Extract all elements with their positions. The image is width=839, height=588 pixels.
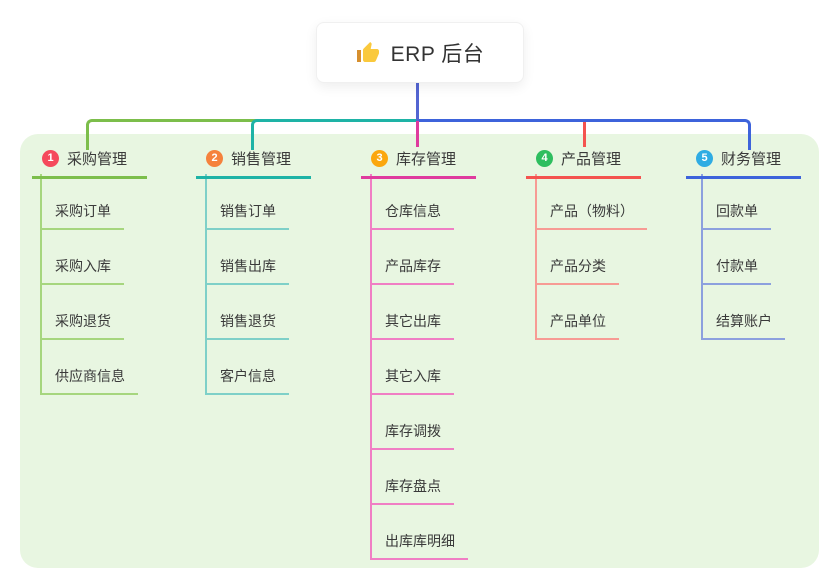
child-node[interactable]: 供应商信息	[40, 340, 138, 395]
branch-label: 产品管理	[561, 150, 622, 168]
child-node[interactable]: 销售退货	[205, 285, 289, 340]
thumbs-up-icon	[356, 41, 380, 65]
branch-badge-4: 4	[536, 149, 553, 167]
branch-5-children: 回款单付款单结算账户	[701, 175, 785, 340]
child-node-label: 产品（物料）	[535, 201, 647, 230]
child-node-label: 采购入库	[40, 256, 124, 285]
connector-branch-2	[251, 119, 422, 150]
child-node-label: 其它出库	[370, 311, 454, 340]
child-node[interactable]: 其它出库	[370, 285, 454, 340]
child-node-label: 采购退货	[40, 311, 124, 340]
child-node-label: 客户信息	[205, 366, 289, 395]
branch-label: 财务管理	[721, 150, 782, 168]
child-node-label: 结算账户	[701, 311, 785, 340]
branch-label: 销售管理	[231, 150, 292, 168]
branch-header-3[interactable]: 3 库存管理	[361, 147, 476, 179]
child-node[interactable]: 其它入库	[370, 340, 454, 395]
branch-label: 库存管理	[396, 150, 457, 168]
connector-branch-4	[583, 121, 586, 147]
child-node-label: 库存调拨	[370, 421, 454, 450]
branch-badge-5: 5	[696, 149, 713, 167]
branch-header-1[interactable]: 1 采购管理	[32, 147, 147, 179]
child-node[interactable]: 产品（物料）	[535, 175, 647, 230]
branch-label: 采购管理	[67, 150, 128, 168]
branch-badge-1: 1	[42, 149, 59, 167]
branch-3-children: 仓库信息产品库存其它出库其它入库库存调拨库存盘点出库库明细	[370, 175, 468, 560]
branch-2-children: 销售订单销售出库销售退货客户信息	[205, 175, 289, 395]
child-node[interactable]: 结算账户	[701, 285, 785, 340]
child-node[interactable]: 采购退货	[40, 285, 124, 340]
branch-header-2[interactable]: 2 销售管理	[196, 147, 311, 179]
child-node-label: 采购订单	[40, 201, 124, 230]
child-node-label: 供应商信息	[40, 366, 138, 395]
child-node[interactable]: 采购入库	[40, 230, 124, 285]
branch-badge-3: 3	[371, 149, 388, 167]
branch-header-5[interactable]: 5 财务管理	[686, 147, 801, 179]
child-node-label: 销售退货	[205, 311, 289, 340]
child-node-label: 付款单	[701, 256, 771, 285]
child-node[interactable]: 仓库信息	[370, 175, 454, 230]
root-title: ERP 后台	[390, 42, 485, 66]
child-node-label: 产品分类	[535, 256, 619, 285]
branch-header-4[interactable]: 4 产品管理	[526, 147, 641, 179]
child-node[interactable]: 采购订单	[40, 175, 124, 230]
child-node[interactable]: 销售订单	[205, 175, 289, 230]
child-node-label: 销售出库	[205, 256, 289, 285]
branch-5-child-line	[701, 174, 703, 340]
child-node[interactable]: 出库库明细	[370, 505, 468, 560]
root-node[interactable]: ERP 后台	[316, 22, 524, 83]
branch-3-child-line	[370, 174, 372, 560]
connector-branch-3	[416, 121, 419, 147]
branches-panel	[20, 134, 819, 568]
child-node-label: 回款单	[701, 201, 771, 230]
child-node[interactable]: 产品库存	[370, 230, 454, 285]
child-node-label: 产品单位	[535, 311, 619, 340]
child-node-label: 销售订单	[205, 201, 289, 230]
branch-badge-2: 2	[206, 149, 223, 167]
branch-4-child-line	[535, 174, 537, 340]
branch-1-children: 采购订单采购入库采购退货供应商信息	[40, 175, 138, 395]
child-node-label: 其它入库	[370, 366, 454, 395]
connector-branch-5	[418, 119, 751, 150]
child-node-label: 产品库存	[370, 256, 454, 285]
child-node[interactable]: 产品单位	[535, 285, 619, 340]
child-node[interactable]: 客户信息	[205, 340, 289, 395]
branch-4-children: 产品（物料） 产品分类产品单位	[535, 175, 647, 340]
child-node[interactable]: 库存调拨	[370, 395, 454, 450]
child-node[interactable]: 产品分类	[535, 230, 619, 285]
child-node[interactable]: 库存盘点	[370, 450, 454, 505]
child-node-label: 库存盘点	[370, 476, 454, 505]
root-stem-line	[416, 81, 419, 121]
child-node[interactable]: 销售出库	[205, 230, 289, 285]
child-node-label: 出库库明细	[370, 531, 468, 560]
child-node[interactable]: 付款单	[701, 230, 771, 285]
child-node[interactable]: 回款单	[701, 175, 771, 230]
child-node-label: 仓库信息	[370, 201, 454, 230]
